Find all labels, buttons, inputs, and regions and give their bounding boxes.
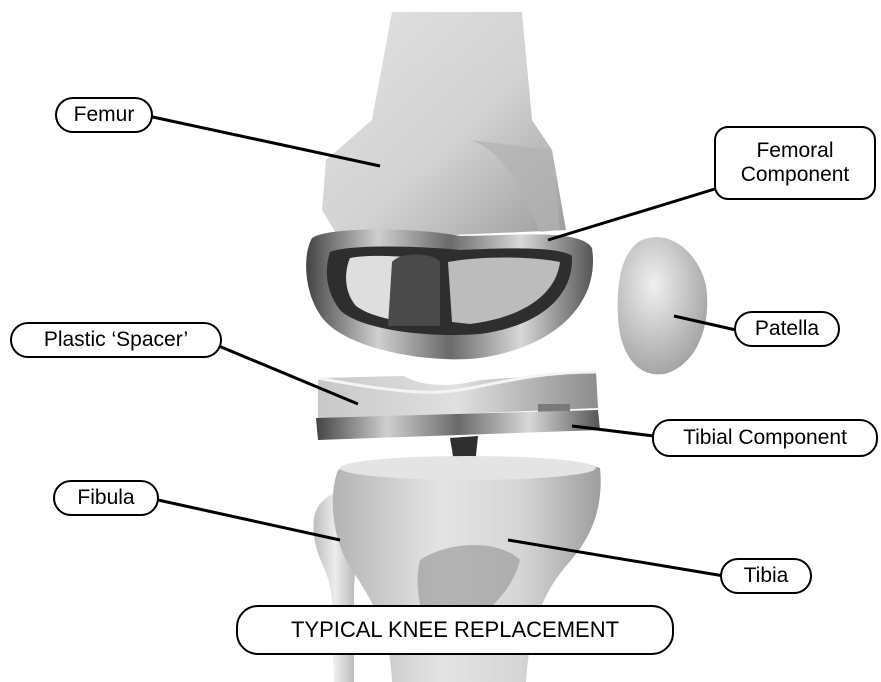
- leader-fibula: [158, 500, 340, 540]
- plastic-spacer-label: Plastic ‘Spacer’: [10, 322, 222, 358]
- patella-bone: [618, 237, 708, 374]
- femur-bone: [322, 12, 566, 240]
- femoral-component-label-line1: Femoral: [756, 139, 833, 163]
- fibula-label: Fibula: [53, 480, 159, 516]
- tibial-component-label: Tibial Component: [652, 419, 878, 457]
- leader-tibial-component: [572, 426, 654, 436]
- leader-femoral-component: [548, 188, 718, 240]
- leader-femur: [148, 116, 380, 166]
- femoral-component: [306, 230, 593, 360]
- femoral-component-label-line2: Component: [741, 163, 850, 187]
- patella-label: Patella: [734, 311, 840, 347]
- tibia-label: Tibia: [720, 558, 812, 594]
- leader-plastic-spacer: [214, 344, 358, 404]
- diagram-title: TYPICAL KNEE REPLACEMENT: [236, 605, 674, 655]
- femoral-component-label: Femoral Component: [714, 126, 876, 200]
- femur-label: Femur: [55, 97, 153, 133]
